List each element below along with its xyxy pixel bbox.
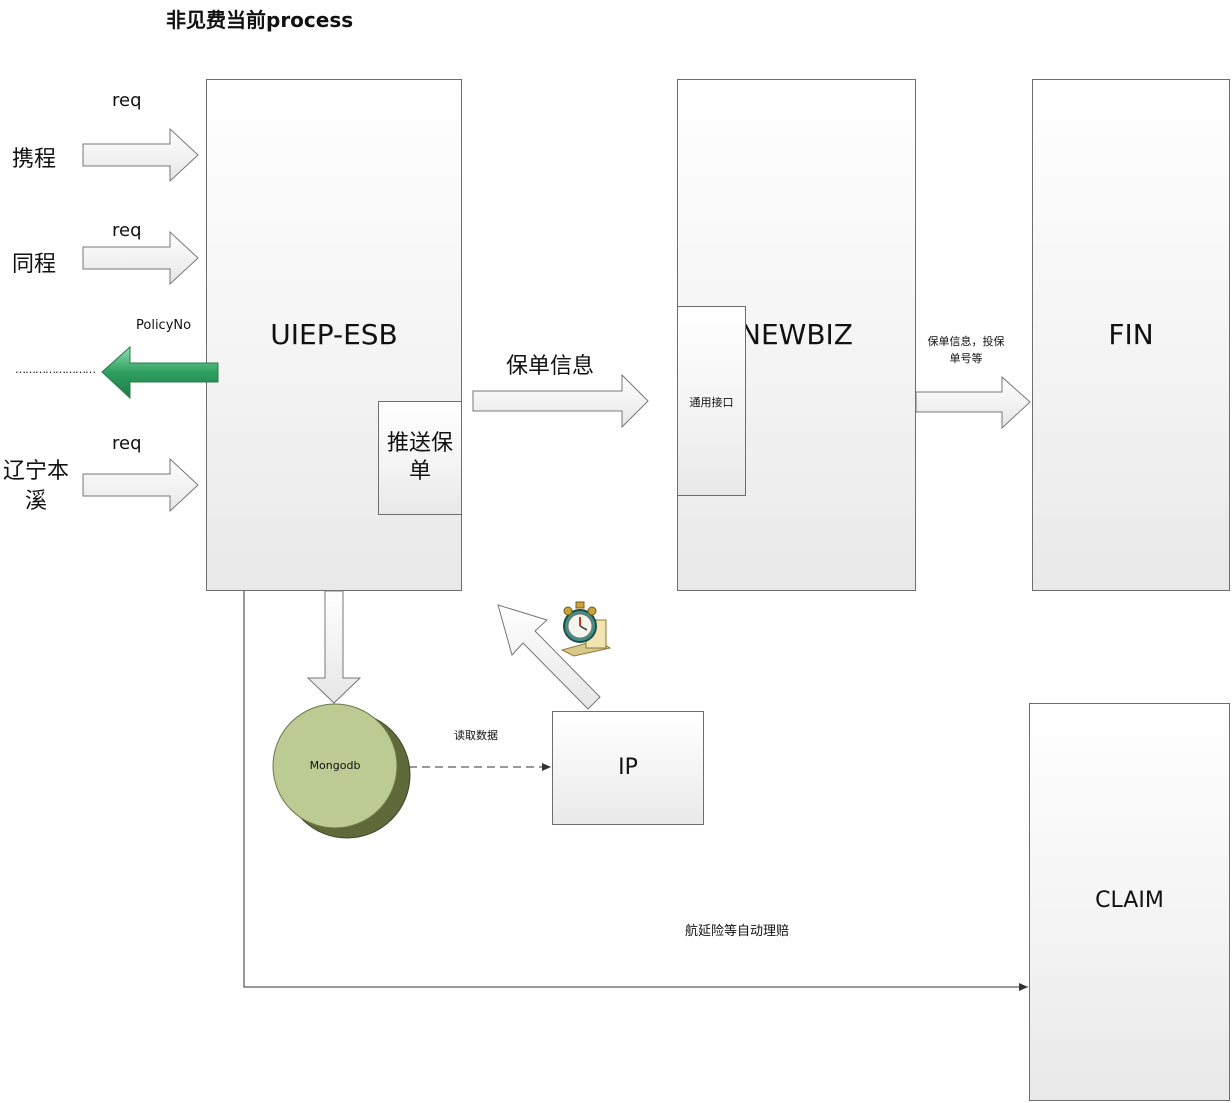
ctrip-req-arrow [82,127,199,183]
newbiz-to-fin-arrow [915,375,1031,430]
mongodb-circle [272,703,398,829]
tongcheng-req-arrow [82,230,199,286]
newbiz-box[interactable]: NEWBIZ [677,79,916,591]
auto-claim-label: 航延险等自动理赔 [685,924,790,939]
push-policy-box[interactable]: 推送保 单 [378,401,462,515]
policy-info-label: 保单信息 [506,354,595,379]
claim-label: CLAIM [1095,888,1164,913]
claim-box[interactable]: CLAIM [1029,703,1230,1101]
req-label-tongcheng: req [112,220,142,241]
mongodb-label: Mongodb [309,759,361,772]
policyno-label: PolicyNo [136,318,192,333]
source-others-ellipsis: …………………… [15,363,96,376]
alarm-clock-icon [560,601,612,657]
req-label-ctrip: req [112,90,142,111]
ip-to-uiep-arrow [497,604,601,710]
liaoning-req-arrow [82,457,199,513]
source-tongcheng: 同程 [12,252,57,277]
common-interface-box[interactable]: 通用接口 [677,306,746,496]
uiep-esb-label: UIEP-ESB [270,318,398,351]
uiep-to-newbiz-arrow [472,373,649,429]
common-interface-label: 通用接口 [689,396,734,409]
uiep-to-mongodb-arrow [306,590,362,704]
policy-info-fin-label: 保单信息，投保 单号等 [927,335,1005,365]
fin-box[interactable]: FIN [1032,79,1230,591]
uiep-to-claim-line [243,591,1028,991]
newbiz-label: NEWBIZ [740,318,853,351]
ip-label: IP [618,755,638,780]
ip-box[interactable]: IP [552,711,704,825]
read-data-label: 读取数据 [454,729,498,742]
req-label-liaoning: req [112,433,142,454]
source-ctrip: 携程 [12,147,57,172]
push-policy-label: 推送保 单 [386,431,453,484]
policyno-return-arrow [101,345,219,400]
fin-label: FIN [1108,318,1154,351]
source-liaoning-benxi: 辽宁本 溪 [2,459,69,514]
diagram-title: 非见费当前process [166,8,354,32]
